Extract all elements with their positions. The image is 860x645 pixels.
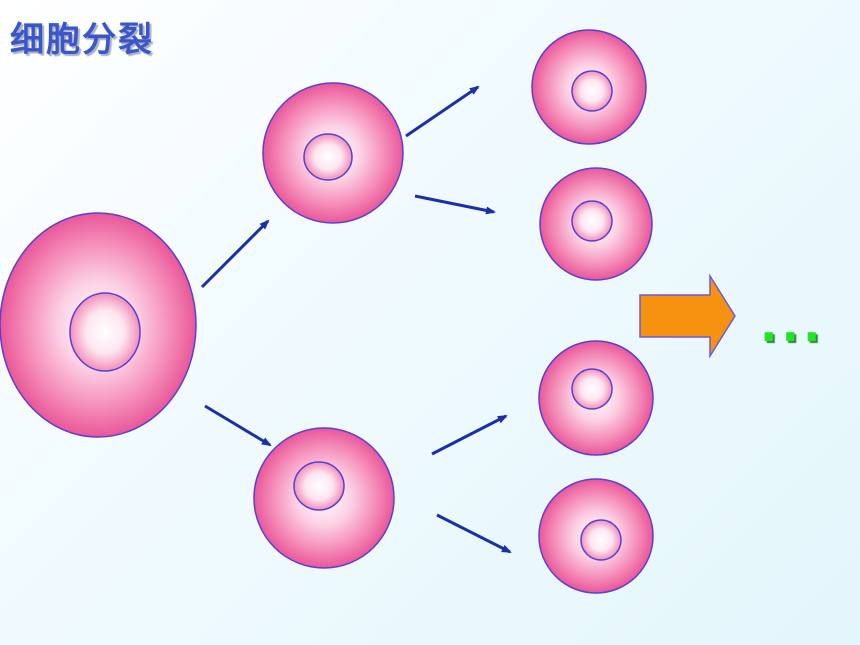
granddaughter-cell-2-nucleus (571, 200, 613, 242)
division-arrow-4 (414, 194, 496, 215)
daughter-cell-bottom (253, 427, 395, 569)
division-arrow-5 (431, 414, 508, 456)
granddaughter-cell-1-nucleus (571, 70, 613, 112)
granddaughter-cell-4 (538, 478, 654, 594)
page-title: 细胞分裂 (10, 20, 154, 60)
parent-cell-nucleus (69, 292, 141, 372)
granddaughter-cell-3-nucleus (571, 368, 613, 410)
granddaughter-cell-1 (531, 29, 647, 145)
daughter-cell-bottom-nucleus (293, 461, 345, 511)
division-arrow-2 (204, 404, 272, 447)
continuation-ellipsis: ... (760, 298, 825, 352)
division-arrow-1 (200, 219, 270, 289)
granddaughter-cell-4-nucleus (580, 519, 622, 561)
daughter-cell-top-nucleus (303, 133, 353, 181)
parent-cell (0, 212, 197, 438)
continue-arrow-icon (639, 273, 736, 359)
division-arrow-3 (405, 85, 480, 138)
granddaughter-cell-2 (539, 167, 653, 281)
division-arrow-6 (436, 513, 512, 554)
granddaughter-cell-3 (538, 340, 654, 456)
daughter-cell-top (262, 82, 404, 224)
